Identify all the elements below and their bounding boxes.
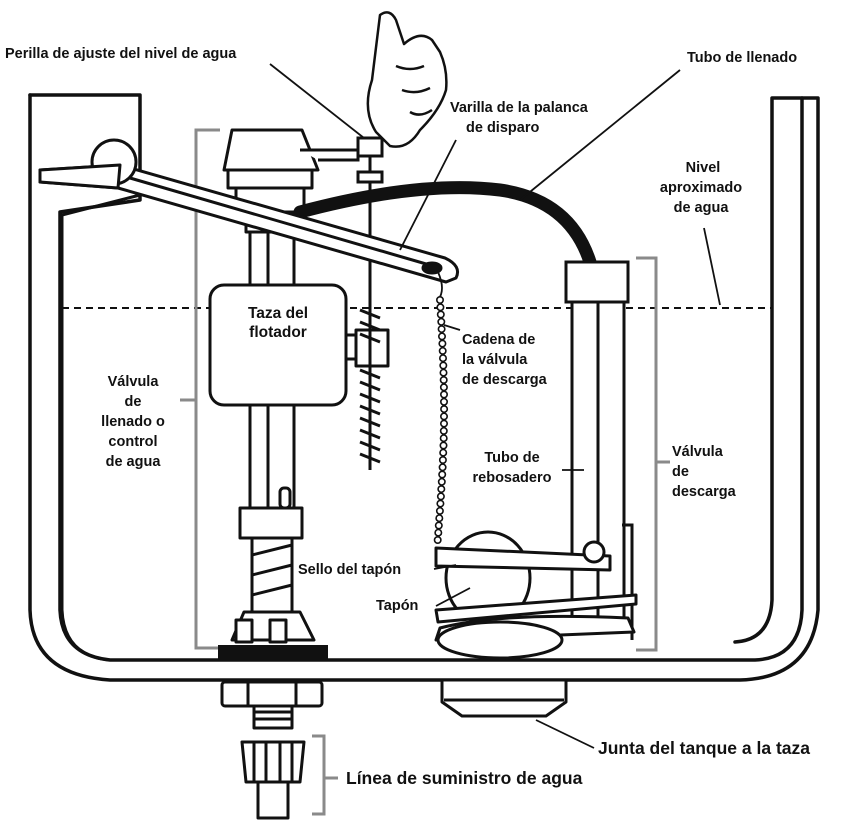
- label-flush-valve-line1: Válvula: [672, 444, 723, 460]
- chain-bead: [437, 477, 446, 486]
- chain-bead: [437, 332, 446, 341]
- fill-tube: [293, 181, 597, 269]
- supply-line-nut: [240, 740, 306, 784]
- label-water-level-line1: Nivel: [685, 160, 721, 176]
- float-cup: [208, 283, 348, 407]
- label-overflow-tube-line2: rebosadero: [472, 470, 552, 486]
- chain-bead: [437, 325, 446, 334]
- chain-bead: [439, 368, 448, 377]
- chain-bead: [434, 521, 443, 530]
- chain-bead: [439, 412, 448, 421]
- label-fill-valve-line2: de: [124, 394, 142, 410]
- chain-bead: [438, 346, 447, 355]
- label-trip-lever-rod-line2: de disparo: [466, 120, 540, 136]
- chain-bead: [436, 499, 445, 508]
- chain-bead: [439, 375, 448, 384]
- hand: [366, 11, 448, 148]
- supply-nut: [220, 680, 324, 708]
- label-flush-valve-line2: de: [672, 464, 689, 480]
- fill-valve-cap: [222, 128, 320, 172]
- chain-bead: [435, 514, 444, 523]
- chain-bead: [434, 528, 443, 537]
- chain-bead: [433, 535, 442, 544]
- label-float-adjust-knob: Perilla de ajuste del nivel de agua: [5, 46, 237, 62]
- label-flapper-seal: Sello del tapón: [298, 562, 402, 578]
- tank-outline: [28, 93, 820, 682]
- label-fill-valve-line5: de agua: [105, 454, 161, 470]
- chain-bead: [437, 485, 446, 494]
- chain-bead: [439, 361, 448, 370]
- label-water-supply-line: Línea de suministro de agua: [346, 768, 583, 788]
- label-flapper: Tapón: [376, 598, 419, 614]
- tank-wall: [28, 93, 804, 662]
- label-fill-valve-line3: llenado o: [101, 414, 165, 430]
- chain-bead: [439, 397, 448, 406]
- chain-bead: [436, 310, 445, 319]
- chain-bead: [439, 434, 448, 443]
- label-overflow-tube-line1: Tubo de: [484, 450, 540, 466]
- label-water-level-line2: aproximado: [659, 180, 743, 196]
- chain-bead: [436, 492, 445, 501]
- chain-bead: [439, 441, 448, 450]
- chain-bead: [439, 448, 448, 457]
- tank-bowl-gasket: [440, 678, 568, 718]
- chain-bead: [435, 506, 444, 515]
- label-flush-chain-line1: Cadena de: [462, 332, 536, 348]
- chain-bead: [438, 463, 447, 472]
- label-fill-tube: Tubo de llenado: [687, 50, 798, 66]
- chain-bead: [438, 455, 447, 464]
- chain-bead: [439, 383, 448, 392]
- chain-bead: [438, 339, 447, 348]
- chain-bead: [439, 419, 448, 428]
- chain-bead: [440, 405, 449, 414]
- label-fill-valve-line1: Válvula: [107, 374, 159, 390]
- fill-valve-base: [218, 645, 328, 661]
- trip-lever-arm: [38, 163, 460, 284]
- label-flush-chain-line3: de descarga: [462, 372, 547, 388]
- label-tank-to-bowl-gasket: Junta del tanque a la taza: [598, 738, 810, 758]
- label-trip-lever-rod-line1: Varilla de la palanca: [450, 100, 588, 116]
- adjust-spring: [359, 308, 381, 464]
- label-float-cup-line1: Taza del: [247, 305, 308, 322]
- chain-bead: [437, 317, 446, 326]
- label-float-cup-line2: flotador: [249, 324, 307, 341]
- label-water-level-line3: de agua: [673, 200, 729, 216]
- label-fill-valve-line4: control: [108, 434, 158, 450]
- chain-bead: [438, 354, 447, 363]
- label-flush-chain-line2: la válvula: [462, 352, 528, 368]
- label-flush-valve-line3: descarga: [672, 484, 736, 500]
- chain-bead: [435, 295, 444, 304]
- chain-bead: [439, 426, 448, 435]
- chain-bead: [438, 470, 447, 479]
- chain-bead: [436, 303, 445, 312]
- chain-bead: [439, 390, 448, 399]
